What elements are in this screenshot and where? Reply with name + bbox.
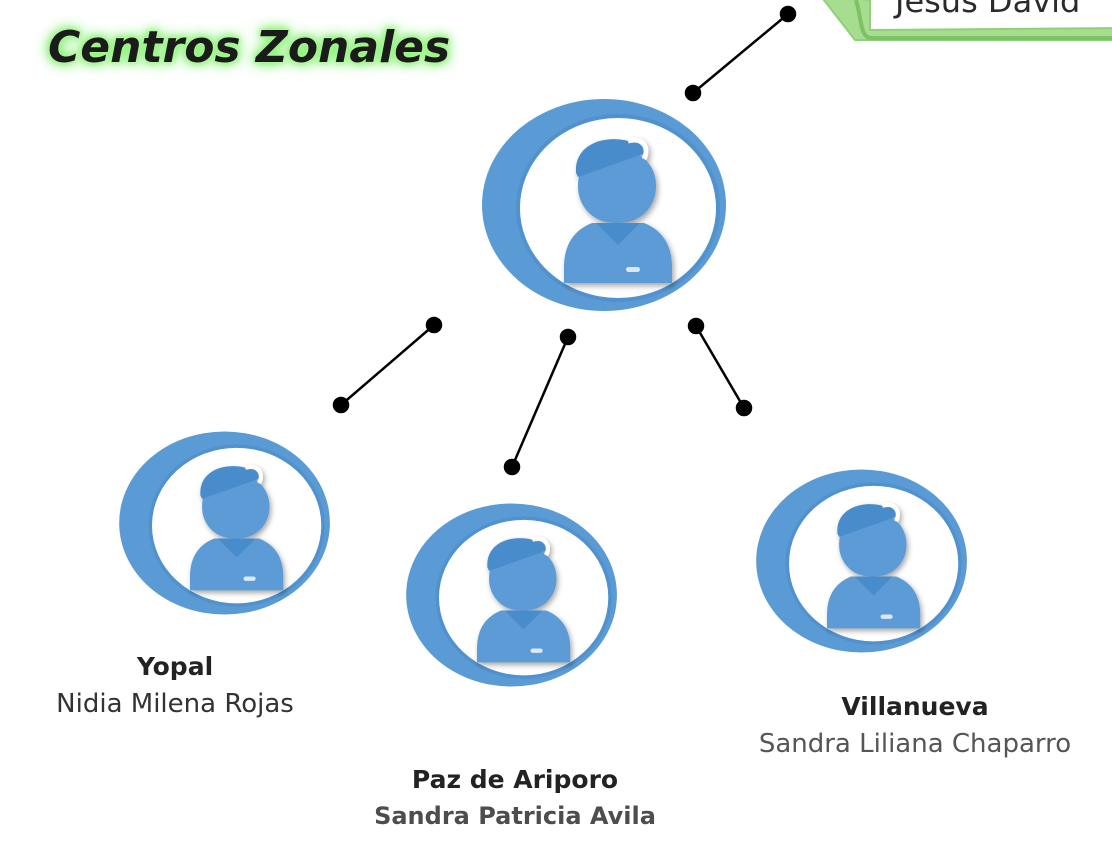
connector-dot [559, 328, 577, 346]
connector-dot [684, 84, 702, 102]
callout-shape [822, 0, 1112, 41]
person-icon [406, 503, 617, 687]
connector-dot [503, 458, 521, 476]
person-icon [756, 469, 967, 653]
label-yopal: Yopal Nidia Milena Rojas [0, 652, 350, 719]
node-villanueva[interactable] [750, 466, 980, 661]
node-yopal[interactable] [113, 428, 343, 623]
connector-dot [779, 5, 797, 23]
title-area: Centros Zonales [0, 0, 520, 90]
person-name: Sandra Patricia Avila [374, 802, 656, 830]
node-paz-de-ariporo[interactable] [400, 500, 630, 695]
connector-yopal [340, 324, 435, 406]
label-villanueva: Villanueva Sandra Liliana Chaparro [745, 692, 1085, 759]
person-icon [482, 99, 726, 311]
label-paz-de-ariporo: Paz de Ariporo Sandra Patricia Avila [340, 765, 690, 830]
connector-top [692, 13, 789, 94]
person-name: Sandra Liliana Chaparro [758, 729, 1072, 759]
top-person-name: Jesús David [895, 0, 1081, 20]
connector-dot [687, 317, 705, 335]
city-name: Paz de Ariporo [411, 765, 619, 794]
connector-villanueva [694, 325, 746, 409]
person-icon [119, 431, 330, 615]
city-name: Yopal [136, 652, 214, 681]
connector-paz [510, 336, 570, 468]
city-name: Villanueva [841, 692, 989, 721]
connector-dot [332, 396, 350, 414]
page-title: Centros Zonales [48, 22, 451, 73]
person-name: Nidia Milena Rojas [56, 689, 294, 719]
connector-dot [425, 316, 443, 334]
connector-dot [735, 399, 753, 417]
node-root[interactable] [478, 95, 738, 320]
